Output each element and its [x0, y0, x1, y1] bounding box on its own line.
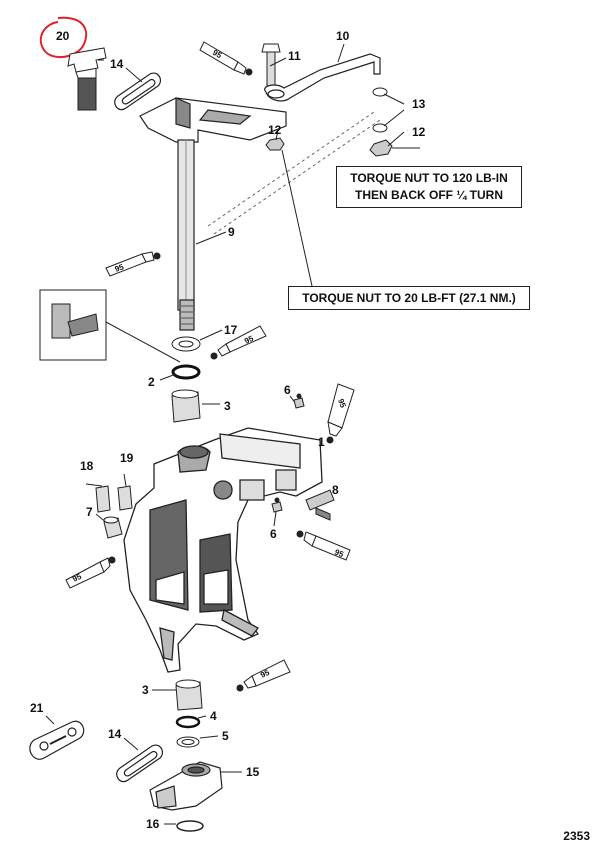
label-9: 9: [228, 225, 235, 239]
grease-tube-7: [236, 659, 291, 692]
part-21-plate: [29, 720, 85, 760]
label-12-top: 12: [268, 123, 282, 137]
label-13: 13: [412, 97, 426, 111]
label-4: 4: [210, 709, 217, 723]
part-20-bracket: [67, 47, 107, 111]
drawing-number: 2353: [563, 829, 590, 843]
part-9-steering-arm-shaft: [139, 97, 287, 331]
label-10: 10: [336, 29, 350, 43]
part-13-washer-a: [372, 87, 388, 97]
label-6-bottom: 6: [270, 527, 277, 541]
part-5-washer: [176, 736, 200, 748]
label-7: 7: [86, 505, 93, 519]
label-6-top: 6: [284, 383, 291, 397]
lube-95-4: 95: [336, 398, 348, 410]
label-14-bottom: 14: [108, 727, 122, 741]
part-12-nut-right: [369, 139, 393, 157]
part-12-nut-left: [265, 137, 285, 151]
grease-tube-6: [65, 556, 116, 589]
label-3-bottom: 3: [142, 683, 149, 697]
part-11-bolt: [261, 43, 281, 87]
label-14-top: 14: [110, 57, 124, 71]
leader-lines: [45, 43, 420, 825]
part-6-fitting-bottom: [271, 497, 283, 513]
lube-95-7: 95: [259, 668, 271, 680]
label-20: 20: [56, 29, 70, 43]
grease-tube-5: [296, 530, 351, 561]
torque-20-note: TORQUE NUT TO 20 LB-FT (27.1 NM.): [288, 286, 530, 310]
label-11: 11: [288, 49, 301, 63]
lube-95-5: 95: [333, 548, 345, 560]
part-15-yoke: [149, 761, 223, 811]
label-2: 2: [148, 375, 155, 389]
part-8-bolt: [305, 489, 335, 521]
part-7-bushing: [103, 516, 123, 539]
torque-120-note: TORQUE NUT TO 120 LB-IN THEN BACK OFF ¼ …: [336, 166, 522, 208]
part-14-gasket-bottom: [116, 744, 164, 783]
part-19-decal: [117, 485, 133, 511]
part-3-bushing-top: [171, 389, 201, 423]
grease-tube-1: [199, 41, 253, 76]
part-1-swivel-bracket: [123, 427, 323, 673]
label-8: 8: [332, 483, 339, 497]
part-16-snap-ring: [176, 820, 204, 832]
part-18-decal: [95, 485, 111, 513]
label-16: 16: [146, 817, 160, 831]
label-5: 5: [222, 729, 229, 743]
label-19: 19: [120, 451, 134, 465]
part-10-steering-link: [264, 53, 381, 102]
grease-tube-3: [210, 325, 267, 360]
torque-120-line2: THEN BACK OFF ¼ TURN: [355, 188, 503, 202]
part-2-seal: [171, 364, 201, 380]
lube-95-6: 95: [71, 572, 83, 584]
part-4-seal: [175, 715, 201, 729]
red-highlight-circle: [39, 16, 88, 59]
label-18: 18: [80, 459, 94, 473]
label-21: 21: [30, 701, 44, 715]
grease-tube-4: [326, 383, 355, 444]
grease-tube-2: [105, 251, 161, 277]
part-14-gasket-top: [114, 72, 162, 111]
label-15: 15: [246, 765, 260, 779]
label-12-right: 12: [412, 125, 426, 139]
label-1: 1: [318, 435, 325, 449]
part-13-washer-b: [372, 123, 388, 133]
detail-inset-box: [39, 289, 181, 363]
part-6-fitting-top: [293, 393, 305, 409]
label-3-top: 3: [224, 399, 231, 413]
label-17: 17: [224, 323, 238, 337]
torque-20-text: TORQUE NUT TO 20 LB-FT (27.1 NM.): [302, 291, 516, 305]
torque-120-line1: TORQUE NUT TO 120 LB-IN: [350, 171, 508, 185]
lube-95-3: 95: [243, 334, 255, 346]
part-3-bushing-bottom: [175, 679, 203, 711]
lube-95-2: 95: [114, 262, 126, 274]
part-17-washer: [171, 336, 201, 352]
